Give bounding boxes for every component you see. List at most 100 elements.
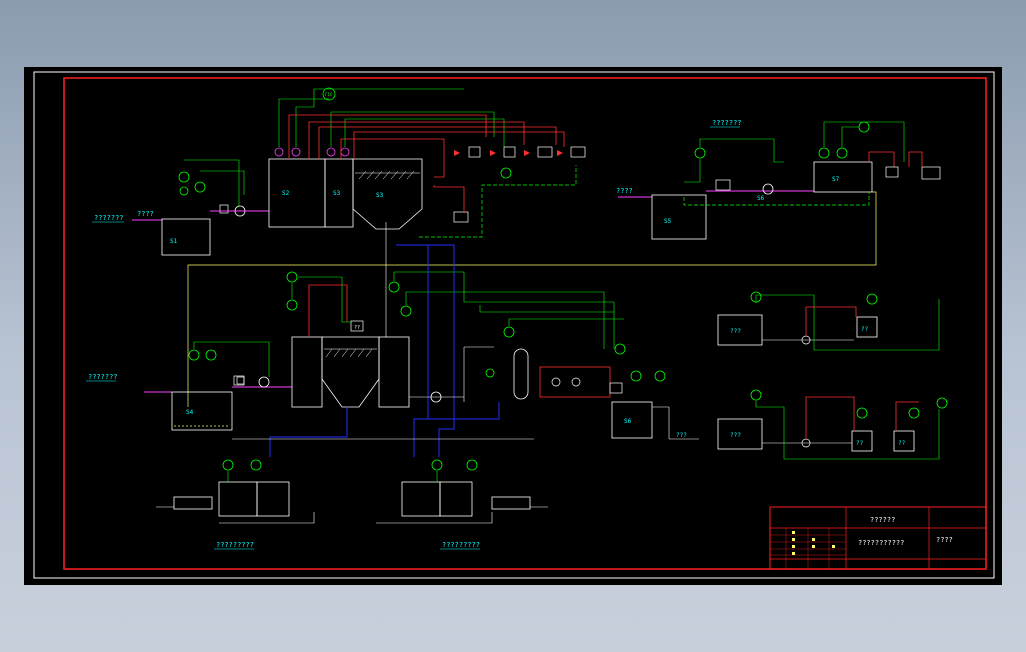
instrument-6 [291, 147, 301, 157]
instrument-31 [750, 389, 762, 401]
filter-press-1 [173, 496, 213, 510]
instrument-7 [326, 147, 336, 157]
settler-1 [352, 158, 423, 230]
instrument-18 [388, 281, 400, 293]
dosing-tank-2-label: ?? [861, 326, 869, 333]
title-project: ?????? [870, 516, 895, 524]
instrument-23 [614, 343, 626, 355]
right-dosing-units: ??? ?? ??? ?? ?? [717, 291, 948, 460]
control-box-left-label: ?? [354, 325, 360, 331]
dosing-tank-5 [893, 430, 915, 452]
sludge-tank-2 [256, 481, 290, 517]
pressure-vessel [513, 348, 529, 400]
dosing-tank-4 [851, 430, 873, 452]
tank-s5-label: S5 [664, 218, 672, 225]
tank-s2-label: S2 [282, 190, 290, 197]
dosing-tank-4-label: ?? [856, 440, 864, 447]
svg-text:FIC: FIC [325, 92, 333, 97]
tank-s6b [611, 401, 653, 439]
instrument-10 [694, 147, 706, 159]
middle-process: ??????? S4 [86, 222, 699, 457]
control-box-7 [885, 166, 899, 178]
instrument-19 [400, 305, 412, 317]
dosing-tank-3 [717, 418, 763, 450]
control-box-3 [537, 146, 553, 158]
tank-mid-1 [291, 336, 323, 408]
top-right-process: ??????? ???? S5 S6 S7 [187, 119, 941, 407]
dosing-skid [539, 366, 611, 398]
title-block: ?????? ??????????? ???? [769, 506, 987, 570]
instrument-2 [194, 181, 206, 193]
instrument-4 [322, 87, 336, 101]
title-drawing-no: ???? [936, 536, 953, 544]
inlet-label: ???? [137, 210, 154, 218]
filter-press-2 [491, 496, 531, 510]
inner-frame [63, 77, 987, 570]
control-box-9 [350, 320, 364, 332]
sludge-tank-1 [218, 481, 258, 517]
pump-3 [258, 376, 270, 388]
dosing-tank-3-label: ??? [730, 432, 741, 439]
tank-s1 [161, 218, 211, 256]
tank-mid-2 [378, 336, 410, 408]
instrument-24 [654, 370, 666, 382]
instrument-21 [485, 368, 495, 378]
tank-s2 [268, 158, 326, 228]
dosing-tank-5-label: ?? [898, 440, 906, 447]
dosing-tank-1 [717, 314, 763, 346]
instrument-33 [908, 407, 920, 419]
instrument-14 [188, 349, 200, 361]
sludge-tank-3 [401, 481, 441, 517]
instrument-8 [340, 147, 350, 157]
instrument-25 [222, 459, 234, 471]
instrument-27 [431, 459, 443, 471]
top-left-process: ??????? ???? S1 S2 S3 S3 FIC [92, 87, 586, 256]
instrument-11 [818, 147, 830, 159]
drawing-sheet: ??????? ???? S1 S2 S3 S3 FIC [24, 67, 1002, 585]
settler-2 [321, 336, 380, 408]
instrument-1 [178, 171, 190, 183]
instrument-15 [205, 349, 217, 361]
dosing-tank-2 [856, 316, 878, 338]
tank-s4 [171, 391, 233, 431]
inlet-caption: ??????? [94, 214, 124, 222]
instrument-28 [466, 459, 478, 471]
outer-frame [33, 71, 995, 579]
tank-s6-label: S6 [757, 195, 765, 202]
instrument-22 [630, 370, 642, 382]
control-box-8 [921, 166, 941, 180]
tank-s7 [813, 161, 873, 193]
caption-bottom-left: ????????? [216, 541, 254, 549]
control-box-left [233, 375, 245, 386]
instrument-16 [286, 271, 298, 283]
control-box-4 [570, 146, 586, 158]
control-box-2 [503, 146, 516, 158]
caption-left-mid: ??????? [88, 373, 118, 381]
control-box-5 [453, 211, 469, 223]
instrument-17 [286, 299, 298, 311]
instrument-32 [856, 407, 868, 419]
instrument-30 [866, 293, 878, 305]
instrument-26 [250, 459, 262, 471]
instrument-12 [836, 147, 848, 159]
control-box-1 [468, 146, 481, 158]
instrument-34 [936, 397, 948, 409]
control-box-6 [715, 179, 731, 191]
tank-s3-label: S3 [333, 190, 341, 197]
settler-1-label: S3 [376, 192, 384, 199]
pump-2 [762, 183, 774, 195]
process-flow-diagram: ??????? ???? S1 S2 S3 S3 FIC [33, 71, 995, 579]
caption-right-top: ??????? [712, 119, 742, 127]
inlet-label-2: ???? [616, 187, 633, 195]
tank-s1-label: S1 [170, 238, 178, 245]
title-drawing-name: ??????????? [858, 539, 904, 547]
instrument-20 [503, 326, 515, 338]
instrument-13 [858, 121, 870, 133]
instrument-3 [179, 186, 189, 196]
instrument-5 [274, 147, 284, 157]
bottom-sludge-units: ????????? ????????? [156, 459, 548, 550]
tank-s4-label: S4 [186, 409, 194, 416]
caption-bottom-mid: ????????? [442, 541, 480, 549]
control-box-10 [609, 382, 623, 394]
tank-s6b-label: S6 [624, 418, 632, 425]
